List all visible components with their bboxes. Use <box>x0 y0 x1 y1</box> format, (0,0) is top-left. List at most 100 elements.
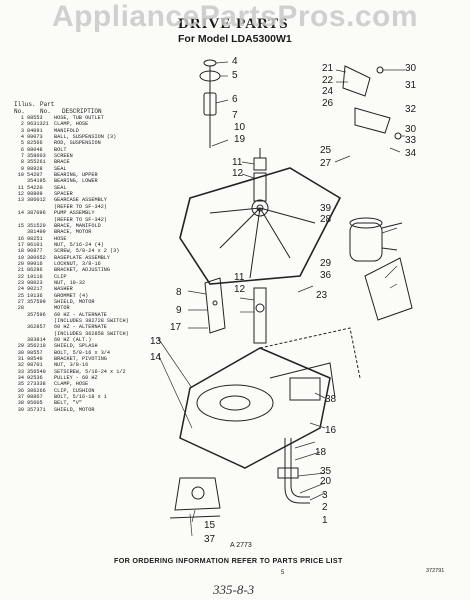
pump-manifold-drawing <box>169 477 221 519</box>
part-description: BRACKET, PIVOTING <box>54 356 107 363</box>
part-number: 355261 <box>27 159 46 166</box>
callout-21: 21 <box>322 63 334 74</box>
part-description: BRACKET, ADJUSTING <box>54 267 111 274</box>
callout-37: 37 <box>204 534 216 545</box>
part-number: 82566 <box>27 140 43 147</box>
illus-number: 14 <box>17 210 24 217</box>
illus-number: 33 <box>17 368 24 375</box>
part-number: 99073 <box>27 134 43 141</box>
callout-1: 1 <box>322 515 328 526</box>
part-number: 54220 <box>27 184 43 191</box>
callout-34: 34 <box>405 148 417 159</box>
part-description: BOLT, 5/16-18 x 1 <box>54 394 107 401</box>
callout-35: 35 <box>320 466 332 477</box>
callout-22: 22 <box>322 75 334 86</box>
part-number: 351520 <box>27 222 46 229</box>
part-description: PUMP ASSEMBLY <box>54 210 95 217</box>
suspension-rod-drawing <box>199 59 221 148</box>
part-description: SHIELD, SPLASH <box>54 343 98 350</box>
part-number: 356540 <box>27 368 46 375</box>
part-number: 98251 <box>27 235 43 242</box>
callout-3: 3 <box>322 490 328 501</box>
illus-number: 7 <box>20 153 24 160</box>
gearcase-drawing <box>179 347 336 469</box>
part-description: SCREEN <box>54 153 73 160</box>
part-description: NUT, 10-32 <box>54 279 86 286</box>
part-description: BOLT, 5/8-16 x 3/4 <box>54 349 111 356</box>
part-description: PULLEY - 60 HZ <box>54 375 98 382</box>
part-number: 362857 <box>27 324 46 331</box>
parts-row: (REFER TO SF-342) <box>14 204 164 210</box>
part-description: 60 HZ (ALT.) <box>54 337 92 344</box>
part-number: 386266 <box>27 387 46 394</box>
part-description: HOSE, TUB OUTLET <box>54 115 104 121</box>
illus-number: 11 <box>17 184 24 191</box>
illus-number: 3 <box>20 127 24 134</box>
handwritten-note: 335-8-3 <box>213 582 255 597</box>
illus-number: 6 <box>20 146 24 153</box>
part-number: 387096 <box>27 210 46 217</box>
callout-13: 13 <box>150 336 162 347</box>
callout-39: 39 <box>320 203 332 214</box>
part-description: CLIP <box>54 273 67 280</box>
baseplate-drawing <box>179 167 342 285</box>
part-description: SEAL <box>54 165 67 172</box>
part-description: (REFER TO SF-342) <box>54 203 107 210</box>
illus-number: 25 <box>17 292 24 299</box>
callout-38: 38 <box>325 394 337 405</box>
part-description: MOTOR <box>54 305 70 312</box>
part-description: BALL, SUSPENSION (3) <box>54 134 117 141</box>
callout-29: 29 <box>320 258 332 269</box>
part-number: 9631321 <box>27 121 49 128</box>
part-description: NUT, 5/16-24 (4) <box>54 241 104 248</box>
part-description: LOCKNUT, 3/8-16 <box>54 260 101 267</box>
part-number: 357371 <box>27 406 46 413</box>
part-number: 386012 <box>27 197 46 204</box>
callout-20: 20 <box>320 476 332 487</box>
illus-number: 17 <box>17 241 24 248</box>
callout-32: 32 <box>405 104 417 115</box>
part-description: BELT, "V" <box>54 400 83 407</box>
part-number: 358603 <box>27 153 46 160</box>
part-number: 95605 <box>27 400 43 407</box>
header-part-no: Part No. <box>40 101 55 115</box>
illus-number: 35 <box>17 381 24 388</box>
part-description: GROMMET (4) <box>54 292 89 299</box>
callout-30b: 30 <box>405 124 417 135</box>
illus-number: 39 <box>17 406 24 413</box>
part-number: 19136 <box>27 292 43 299</box>
illus-number: 9 <box>20 165 24 172</box>
illus-number: 12 <box>17 191 24 198</box>
illus-number: 37 <box>17 394 24 401</box>
illus-number: 23 <box>17 279 24 286</box>
gearcase-shaft-drawing <box>253 287 267 344</box>
ordering-info-footer: FOR ORDERING INFORMATION REFER TO PARTS … <box>114 556 343 565</box>
illus-number: 18 <box>17 248 24 255</box>
illus-number: 30 <box>17 349 24 356</box>
illus-number: 15 <box>17 222 24 229</box>
part-description: GEARCASE ASSEMBLY <box>54 197 107 204</box>
part-number: 90877 <box>27 248 43 255</box>
part-description: NUT, 3/8-16 <box>54 362 89 369</box>
callout-31: 31 <box>405 80 417 91</box>
parts-row: (REFER TO SF-342) <box>14 217 164 223</box>
